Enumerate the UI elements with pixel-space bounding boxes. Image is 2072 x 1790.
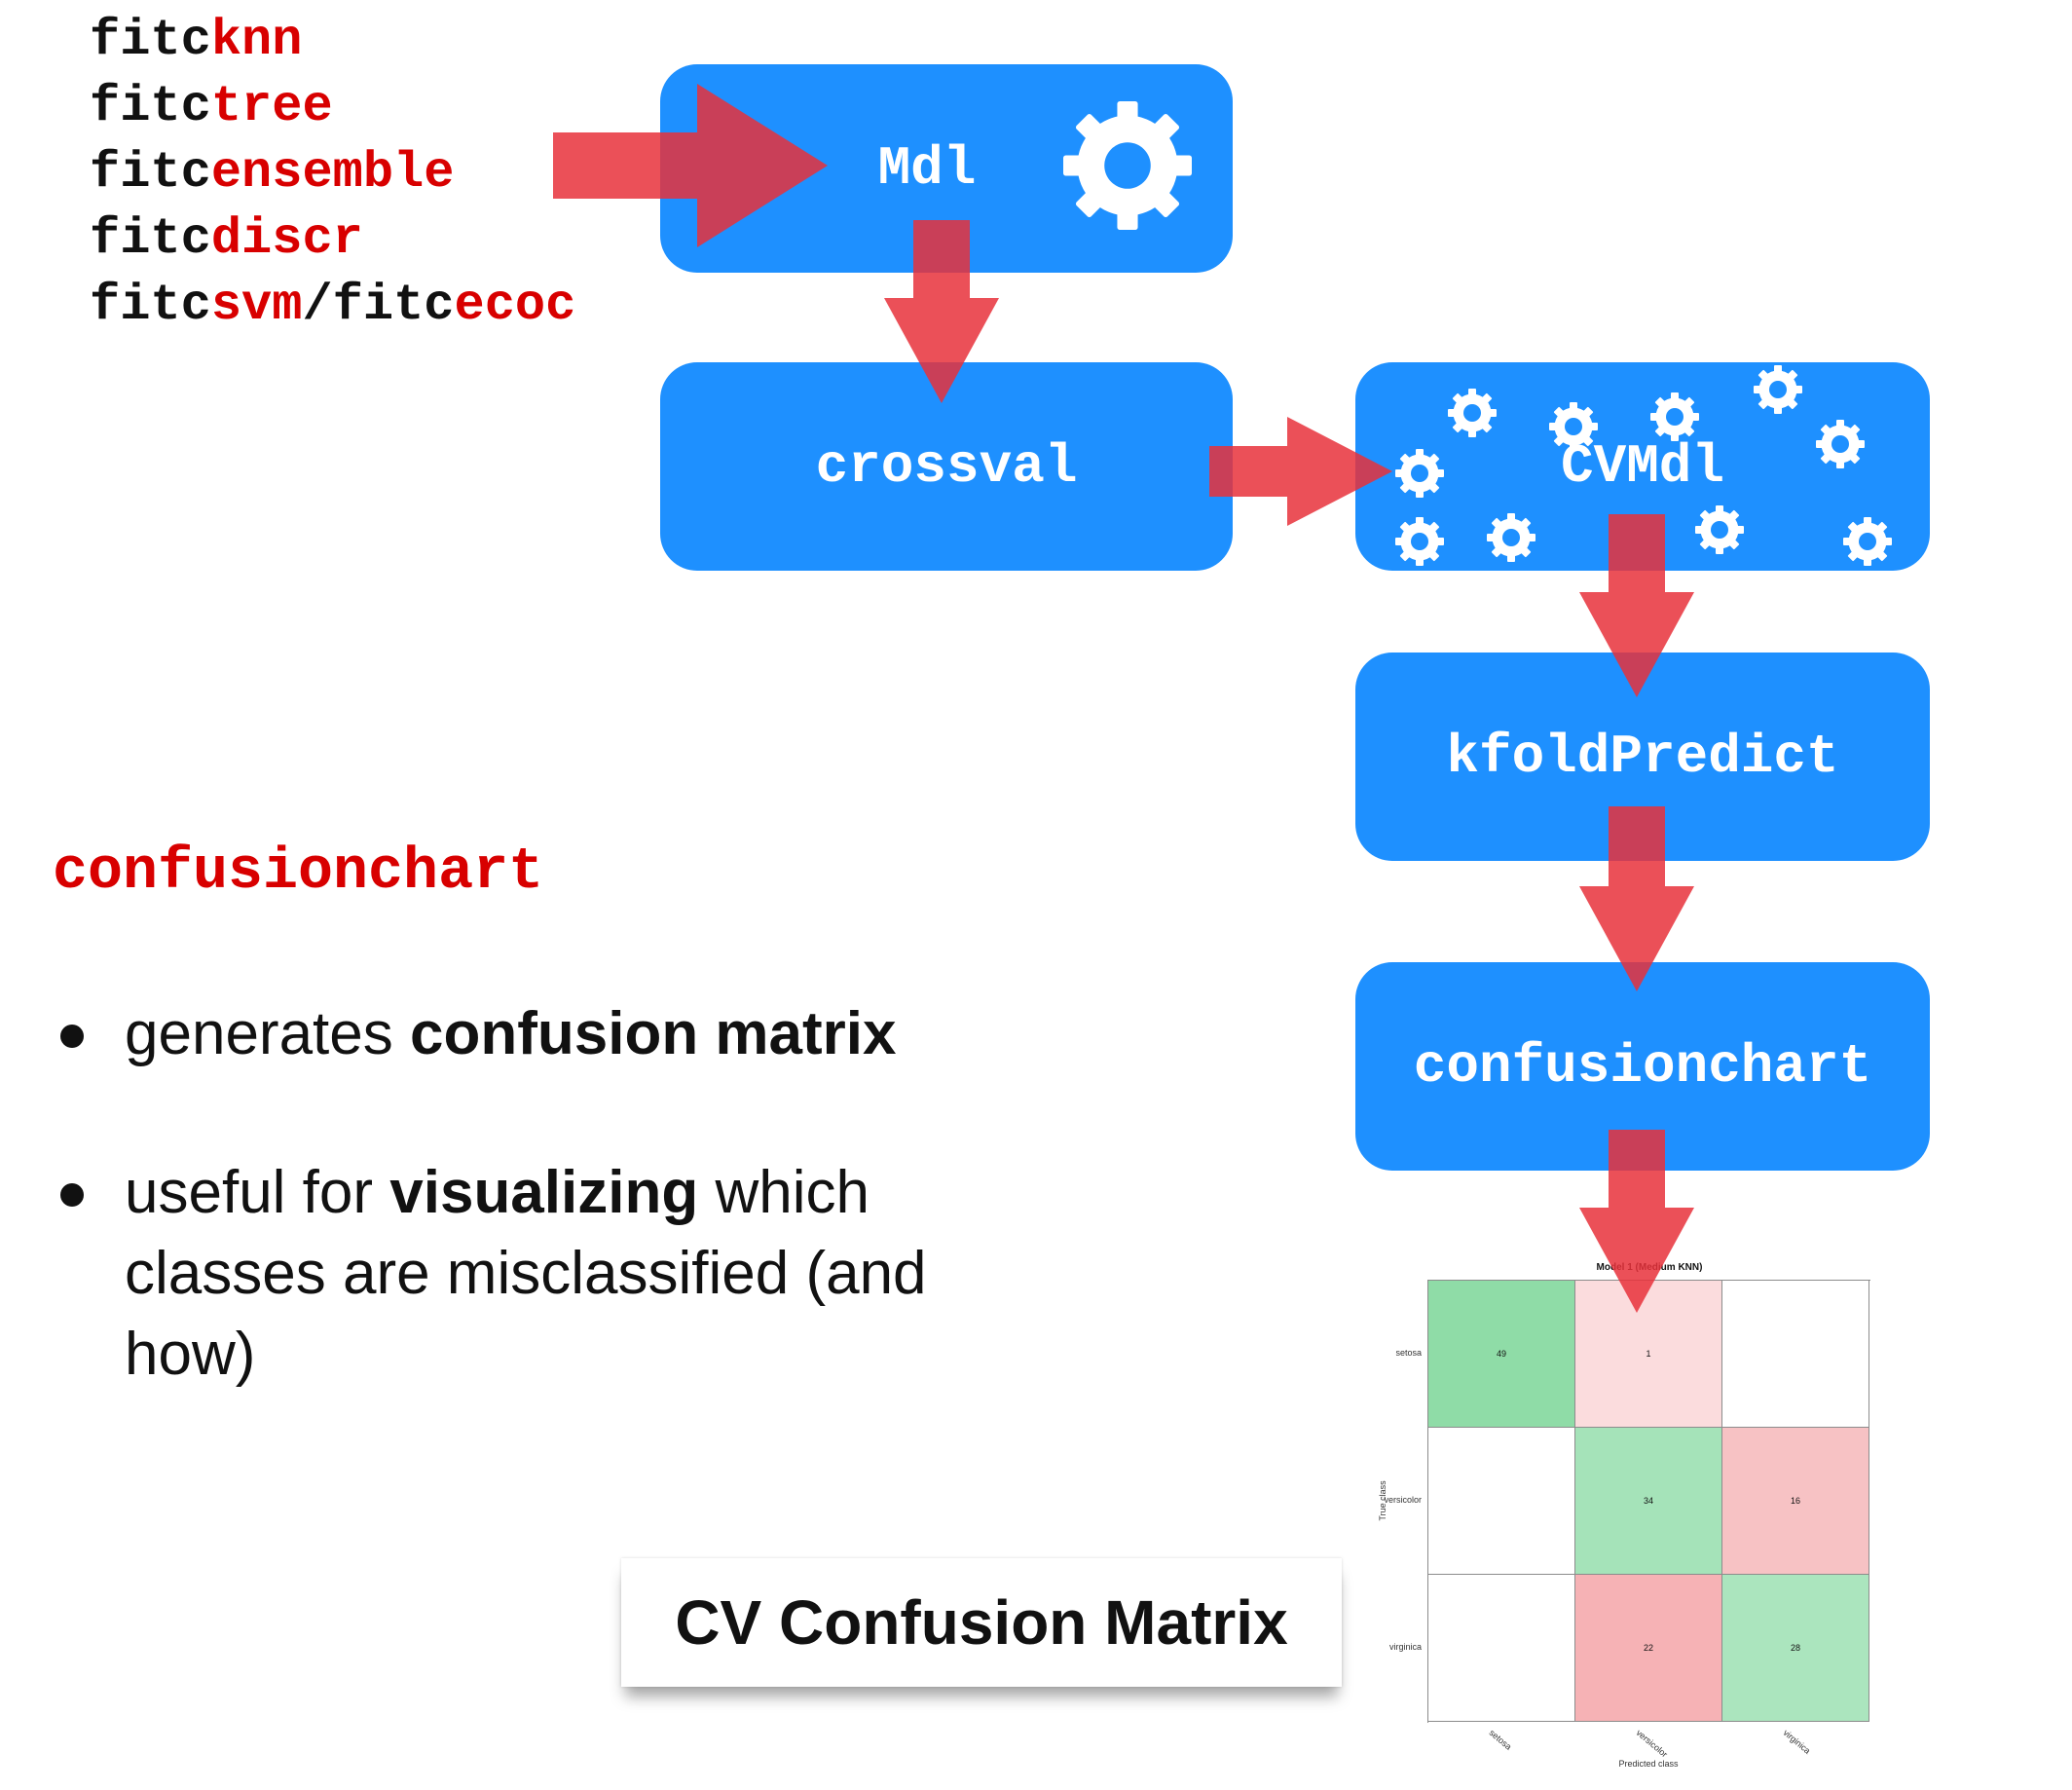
fit-function-item: fitcensemble bbox=[90, 144, 455, 202]
section-title: confusionchart bbox=[53, 839, 544, 906]
matrix-cell: 16 bbox=[1722, 1428, 1869, 1575]
arrow-down-icon bbox=[1579, 514, 1694, 697]
x-axis-label: Predicted class bbox=[1618, 1759, 1679, 1769]
matrix-cell: 22 bbox=[1575, 1575, 1722, 1722]
caption-box: CV Confusion Matrix bbox=[621, 1558, 1342, 1687]
matrix-cell: 49 bbox=[1428, 1281, 1575, 1428]
confusionchart-label: confusionchart bbox=[1413, 1035, 1872, 1098]
bullet-dot bbox=[60, 1025, 84, 1048]
matrix-cell bbox=[1722, 1281, 1869, 1428]
fit-function-item: fitcknn bbox=[90, 12, 303, 69]
bullet-dot bbox=[60, 1183, 84, 1207]
crossval-label: crossval bbox=[815, 435, 1078, 498]
matrix-cell: 34 bbox=[1575, 1428, 1722, 1575]
bullet-item: generates confusion matrix bbox=[55, 993, 989, 1074]
kfoldpredict-label: kfoldPredict bbox=[1446, 726, 1839, 788]
fit-function-list: fitcknn fitctree fitcensemble fitcdiscr … bbox=[90, 8, 575, 339]
crossval-box: crossval bbox=[660, 362, 1233, 571]
arrow-down-icon bbox=[1579, 1130, 1694, 1313]
matrix-cell: 28 bbox=[1722, 1575, 1869, 1722]
arrow-right-icon bbox=[1209, 417, 1392, 526]
arrow-down-icon bbox=[1579, 806, 1694, 991]
row-label: versicolor bbox=[1384, 1495, 1422, 1505]
matrix-cell: 1 bbox=[1575, 1281, 1722, 1428]
mdl-label: Mdl bbox=[877, 137, 977, 200]
fit-function-item: fitctree bbox=[90, 78, 333, 135]
bullet-list: generates confusion matrix useful for vi… bbox=[55, 993, 989, 1473]
arrow-right-icon bbox=[553, 84, 828, 247]
matrix-cell bbox=[1428, 1575, 1575, 1722]
row-label: virginica bbox=[1388, 1642, 1422, 1652]
fit-function-item: fitcdiscr bbox=[90, 210, 363, 268]
row-label: setosa bbox=[1395, 1348, 1422, 1358]
fit-function-item: fitcsvm/fitcecoc bbox=[90, 277, 576, 334]
matrix-cell bbox=[1428, 1428, 1575, 1575]
bullet-item: useful for visualizing which classes are… bbox=[55, 1152, 989, 1395]
arrow-down-icon bbox=[884, 220, 999, 403]
